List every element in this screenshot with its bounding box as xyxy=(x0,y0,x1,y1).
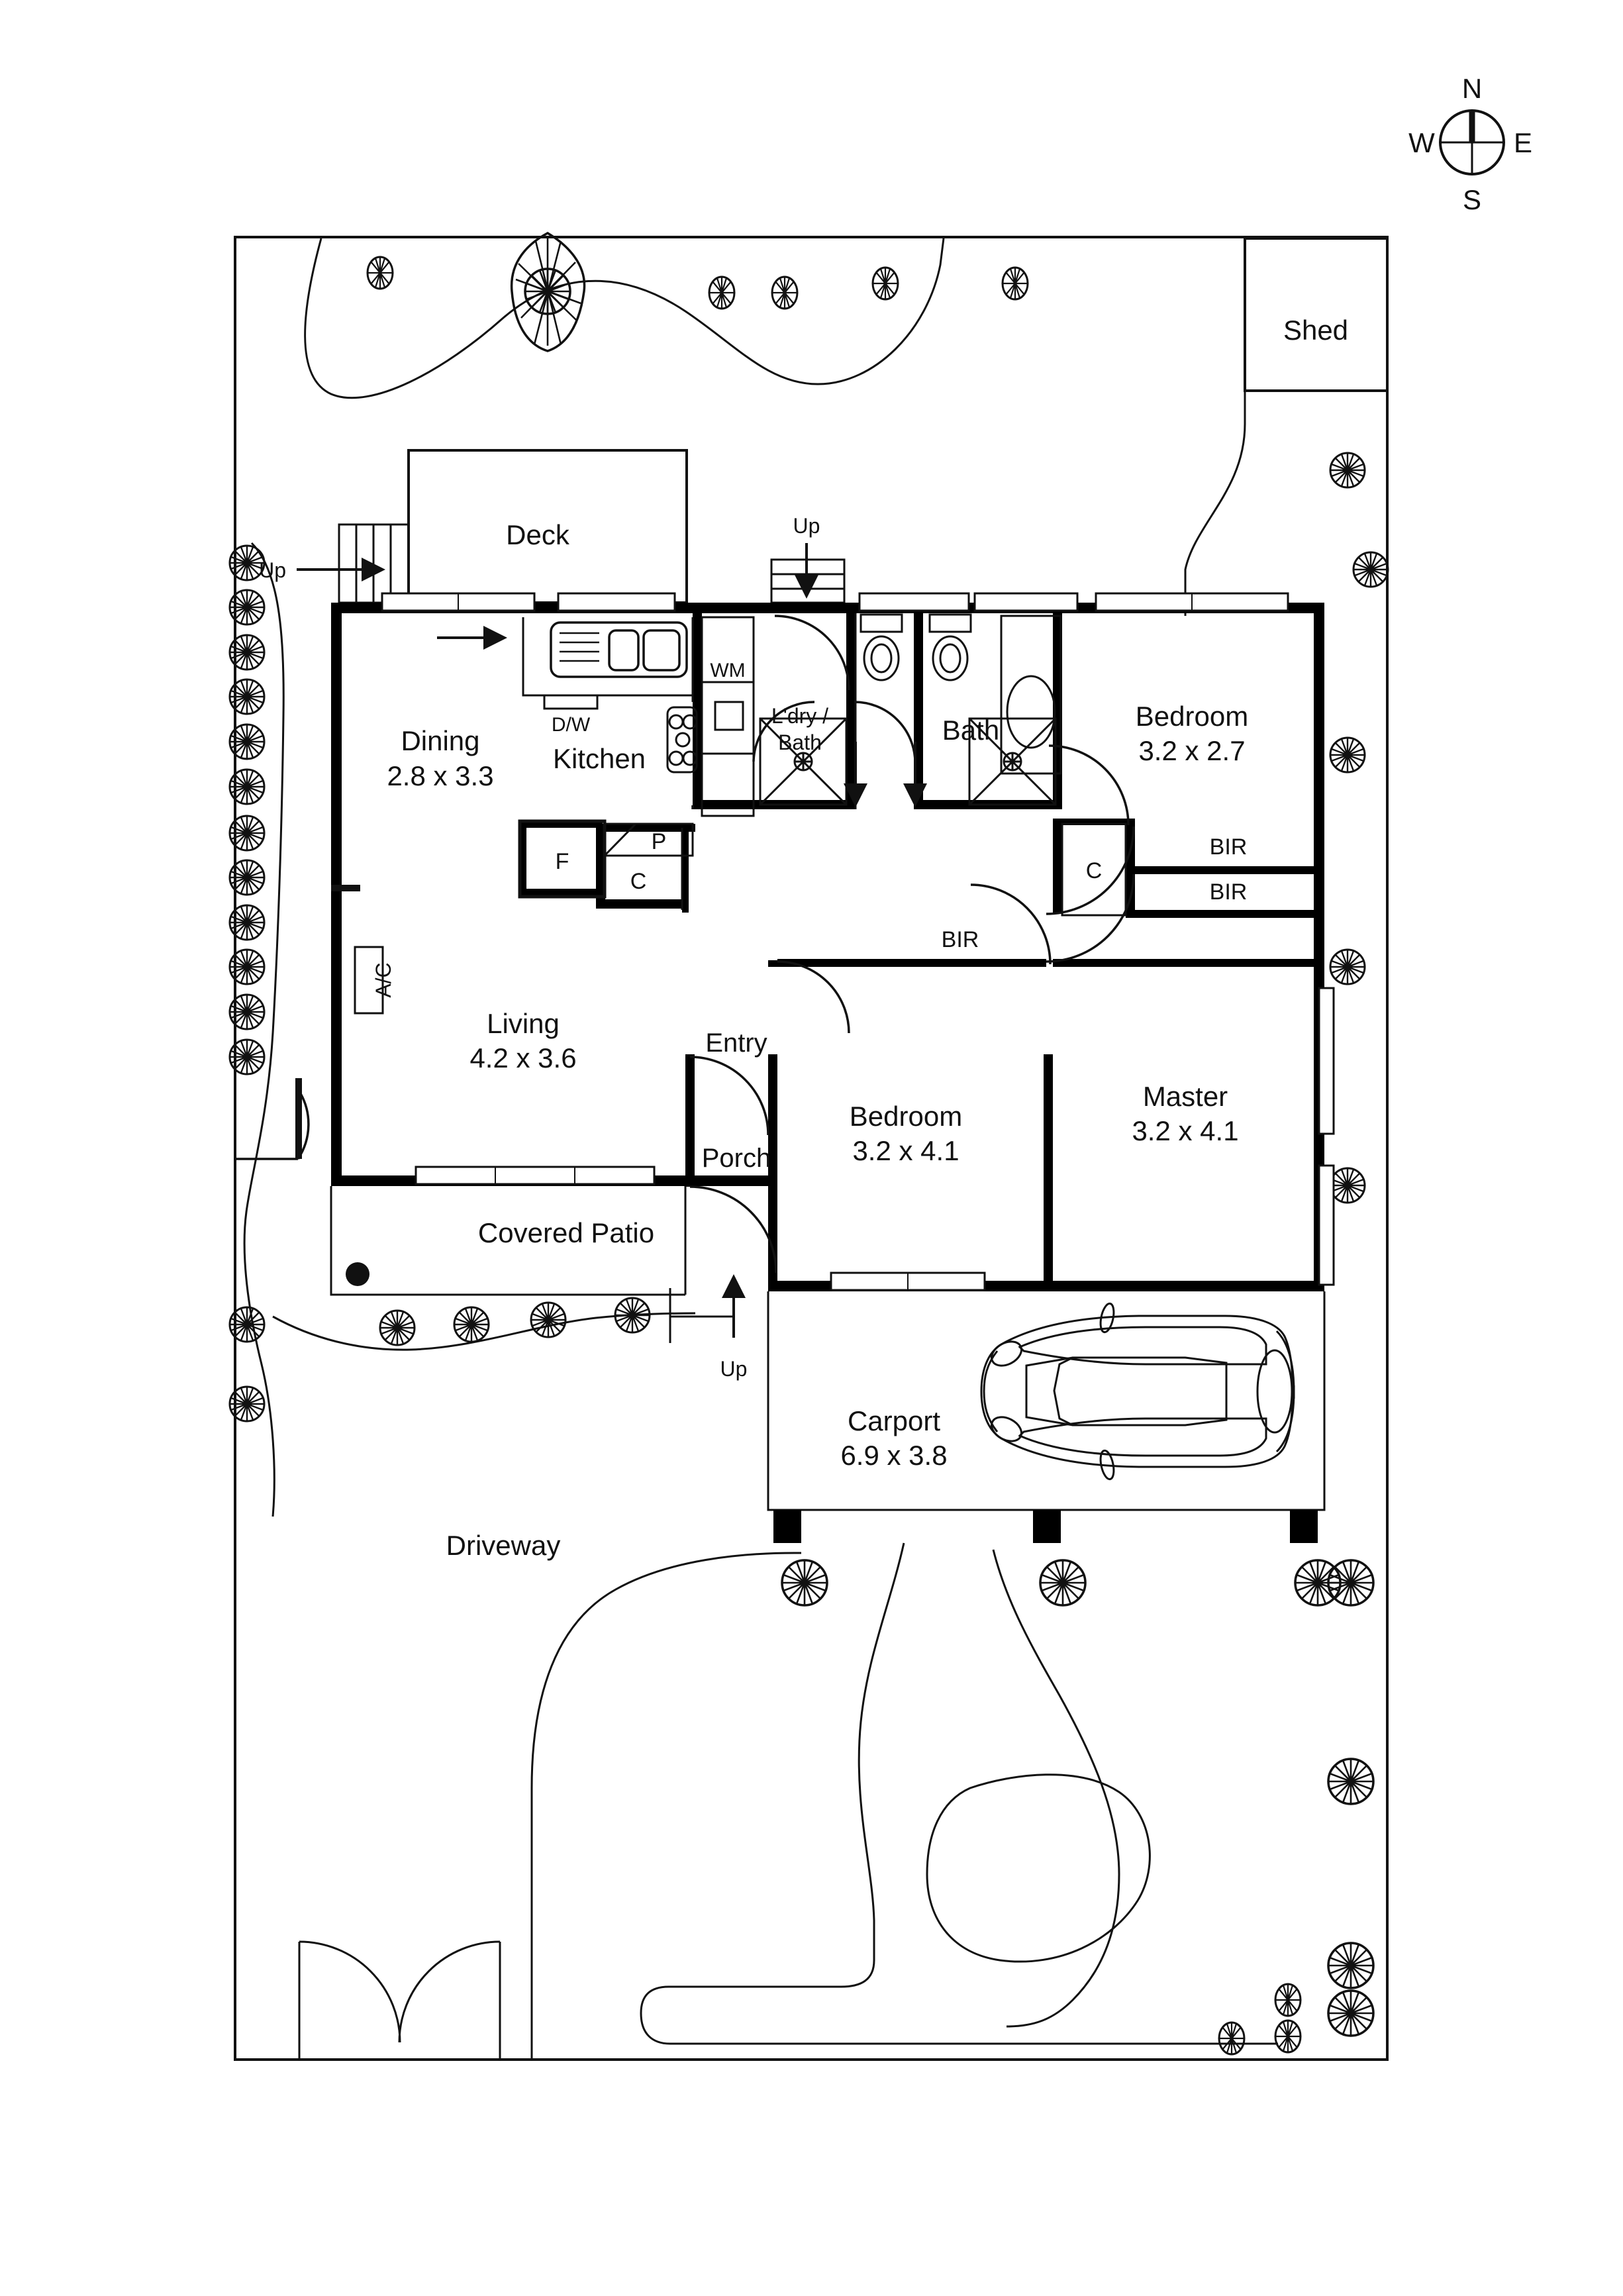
room-label-deck: Deck xyxy=(506,519,570,550)
fixture-label-air-conditioner: A/C xyxy=(371,962,395,997)
toilet-bath xyxy=(928,613,972,681)
fridge-outline xyxy=(518,819,607,899)
room-dim-bedroom-3: 3.2 x 4.1 xyxy=(852,1135,959,1166)
windows xyxy=(381,592,1335,1291)
patio-post xyxy=(346,1262,369,1286)
patio-step-up-arrow: Up xyxy=(720,1274,748,1381)
room-dim-bedroom-2: 3.2 x 2.7 xyxy=(1138,735,1245,766)
fixture-label-fridge: F xyxy=(556,849,569,874)
stair-label-up-laundry: Up xyxy=(793,514,820,538)
rear-garden xyxy=(304,238,1246,616)
pantry-outline xyxy=(603,823,694,857)
hall-step-arrows xyxy=(844,742,927,807)
front-garden-paths xyxy=(530,1542,1278,2060)
room-label-bedroom-2: Bedroom xyxy=(1136,701,1248,732)
fixture-label-bir-2: BIR xyxy=(1210,879,1248,905)
side-gate xyxy=(235,1078,310,1160)
room-label-dining: Dining xyxy=(401,725,479,756)
car-illustration xyxy=(980,1302,1295,1481)
stair-label-up-deck: Up xyxy=(259,558,286,582)
fixture-label-cupboard-hall: C xyxy=(1086,858,1103,883)
room-label-entry: Entry xyxy=(705,1028,767,1058)
cupboard-hall-outline xyxy=(1061,823,1127,917)
room-label-bath: Bath xyxy=(942,715,999,746)
fixture-label-bir-1: BIR xyxy=(1210,834,1248,860)
patio-step xyxy=(669,1288,732,1343)
compass-label-west: W xyxy=(1408,127,1435,158)
compass-rose: N E S W xyxy=(1408,73,1532,215)
compass-label-north: N xyxy=(1462,73,1482,104)
room-label-laundry-bath: Bath xyxy=(778,730,822,754)
room-label-bedroom-3: Bedroom xyxy=(850,1101,962,1132)
room-label-shed: Shed xyxy=(1283,315,1348,346)
fixture-label-bir-3: BIR xyxy=(942,927,979,952)
washing-machine xyxy=(714,701,744,731)
room-label-master: Master xyxy=(1143,1081,1228,1112)
fixture-label-cupboard-kitchen: C xyxy=(630,869,647,894)
shed-outline xyxy=(1244,237,1389,392)
toilet-laundry xyxy=(860,613,903,681)
room-dim-master: 3.2 x 4.1 xyxy=(1132,1115,1238,1146)
room-dim-living: 4.2 x 3.6 xyxy=(469,1042,576,1073)
room-label-living: Living xyxy=(487,1008,560,1039)
rear-tree-row xyxy=(366,231,1029,352)
room-dim-carport: 6.9 x 3.8 xyxy=(840,1440,947,1471)
patio-garden-strip xyxy=(272,1312,696,1351)
kitchen-sink xyxy=(550,621,688,678)
covered-patio-outline xyxy=(330,1186,687,1296)
cooktop xyxy=(666,706,698,774)
deck-stairs-up-arrow: Up xyxy=(259,558,385,582)
door-swings xyxy=(689,615,1135,1273)
compass-label-east: E xyxy=(1514,127,1532,158)
room-label-covered-patio: Covered Patio xyxy=(478,1217,654,1248)
fixture-label-dishwasher: D/W xyxy=(552,714,591,736)
site-boundary xyxy=(234,236,1389,2061)
room-label-carport: Carport xyxy=(848,1405,940,1436)
living-wall-notch xyxy=(331,885,360,891)
room-dim-dining: 2.8 x 3.3 xyxy=(387,760,493,791)
fixture-label-pantry: P xyxy=(652,829,667,854)
room-label-driveway: Driveway xyxy=(446,1530,561,1561)
room-labels: Dining 2.8 x 3.3 Kitchen L'dry / Bath Ba… xyxy=(387,701,1248,1561)
room-label-kitchen: Kitchen xyxy=(553,743,646,774)
left-garden-strip xyxy=(243,542,285,1517)
dishwasher xyxy=(543,694,599,710)
compass-label-south: S xyxy=(1463,184,1481,215)
laundry-step-up-arrow: Up xyxy=(793,514,820,599)
room-label-laundry: L'dry / xyxy=(771,704,828,728)
carport-posts xyxy=(773,1510,1318,1543)
front-gate xyxy=(298,1940,501,2060)
fixture-label-washing-machine: WM xyxy=(710,660,745,681)
air-conditioner-unit xyxy=(354,946,384,1015)
stair-label-up-patio: Up xyxy=(720,1357,748,1381)
room-label-porch: Porch xyxy=(702,1144,771,1173)
